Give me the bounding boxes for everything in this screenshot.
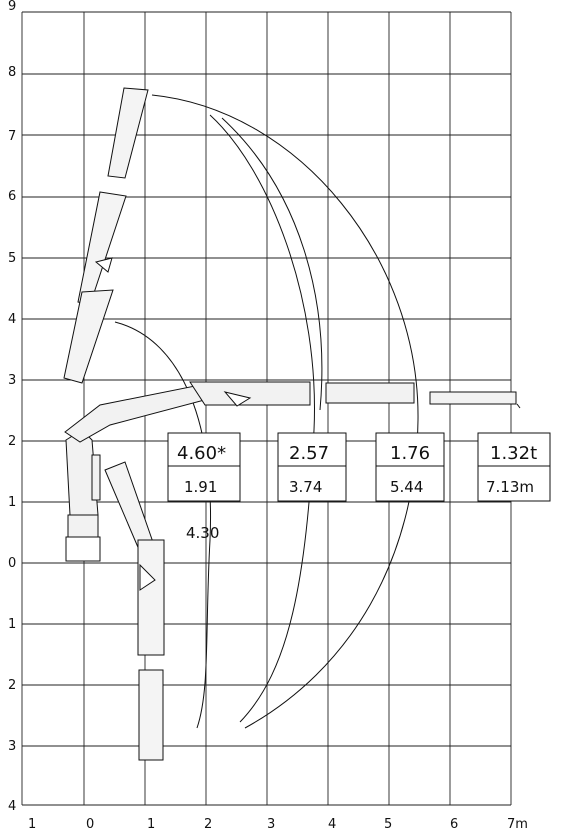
reach-value: 5.44 <box>390 478 423 496</box>
y-tick-label: 9 <box>8 0 16 14</box>
x-tick-label: 0 <box>86 817 94 832</box>
raised-boom-lower <box>63 289 114 384</box>
outer-boom-stage-2 <box>325 382 415 404</box>
crane-drawing <box>64 381 521 562</box>
raised-boom-drawing <box>63 87 149 384</box>
load-value: 1.32t <box>490 443 537 464</box>
y-tick-label: 1 <box>8 495 16 510</box>
y-tick-label: 6 <box>8 189 16 204</box>
y-tick-label: 2 <box>8 678 16 693</box>
x-tick-label: 1 <box>28 817 36 832</box>
capacity-cell: 1.32t 7.13m <box>477 432 551 502</box>
x-tick-label: 7m <box>507 817 528 832</box>
x-tick-label: 2 <box>204 817 212 832</box>
capacity-cell: 4.60* 1.91 <box>167 432 241 502</box>
capacity-cell: 1.76 5.44 <box>375 432 445 502</box>
extra-reach-label: 4.30 <box>186 524 219 542</box>
reach-value: 3.74 <box>289 478 322 496</box>
load-value: 4.60* <box>177 443 226 464</box>
outer-reach-arc <box>151 94 419 729</box>
crane-foot <box>65 536 101 562</box>
crane-base <box>67 514 99 538</box>
reach-value: 1.91 <box>184 478 217 496</box>
reach-arcs <box>114 94 419 729</box>
raised-boom-top <box>107 87 149 179</box>
inner-reach-arc <box>221 117 323 411</box>
raised-boom-joint <box>94 257 113 273</box>
boom-cylinder-marker <box>223 391 252 407</box>
slew-cylinder <box>91 454 101 501</box>
x-tick-label: 5 <box>384 817 392 832</box>
y-tick-label: 8 <box>8 65 16 80</box>
x-tick-label: 1 <box>147 817 155 832</box>
y-tick-label: 1 <box>8 617 16 632</box>
raised-boom-upper <box>77 191 127 306</box>
load-value: 1.76 <box>390 443 430 464</box>
x-tick-label: 6 <box>450 817 458 832</box>
lowered-boom-joint <box>139 563 156 591</box>
outer-boom-stage-3 <box>429 391 517 405</box>
capacity-table: 4.60* 1.91 2.57 3.74 1.76 5.44 1.32t 7.1… <box>167 432 551 502</box>
x-tick-label: 4 <box>328 817 336 832</box>
y-tick-label: 7 <box>8 129 16 144</box>
reach-value: 7.13m <box>486 478 534 496</box>
capacity-cell: 2.57 3.74 <box>277 432 347 502</box>
y-axis-labels: 9 8 7 6 5 4 3 2 1 0 1 2 3 4 <box>8 0 16 814</box>
outer-boom-stage-1 <box>189 381 311 406</box>
lowered-boom-drawing <box>104 461 165 761</box>
y-tick-label: 0 <box>8 556 16 571</box>
y-tick-label: 4 <box>8 799 16 814</box>
grid <box>21 11 512 806</box>
lowered-boom-upper <box>137 539 165 656</box>
y-tick-label: 3 <box>8 739 16 754</box>
x-tick-label: 3 <box>267 817 275 832</box>
y-tick-label: 5 <box>8 251 16 266</box>
lowered-boom-arm <box>104 461 156 553</box>
load-value: 2.57 <box>289 443 329 464</box>
y-tick-label: 4 <box>8 312 16 327</box>
lowered-boom-lower <box>138 669 164 761</box>
boom-tip <box>516 403 521 409</box>
y-tick-label: 2 <box>8 434 16 449</box>
x-axis-labels: 1 0 1 2 3 4 5 6 7m <box>28 817 528 832</box>
mid-reach-arc <box>209 114 315 723</box>
y-tick-label: 3 <box>8 373 16 388</box>
short-reach-arc <box>114 321 212 729</box>
